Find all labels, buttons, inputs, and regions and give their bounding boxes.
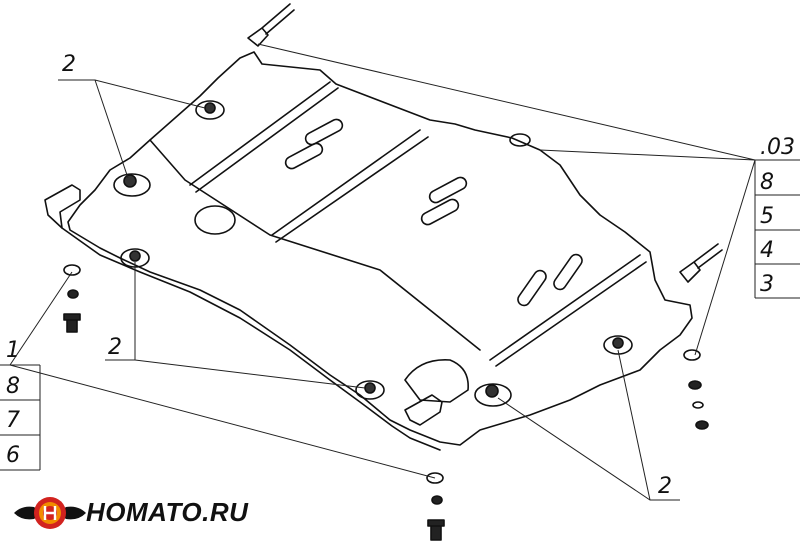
callout-right-stack-4: 4 <box>760 238 774 263</box>
leader-middle-left-2 <box>105 262 366 389</box>
callout-right-stack-2: 8 <box>760 170 774 195</box>
grommet-bottom-right <box>474 383 512 407</box>
round-hole <box>194 205 236 235</box>
top-pin-bracket <box>247 3 295 47</box>
left-stack-table <box>0 364 41 471</box>
bottom-cutout <box>404 359 469 403</box>
homato-logo-text: HOMATO.RU <box>86 497 249 527</box>
rib-3 <box>489 254 647 367</box>
callout-right-stack-1: .03 <box>760 135 795 160</box>
skid-plate-outline <box>67 51 693 446</box>
grommet-left <box>113 173 151 197</box>
grommet-center-bottom <box>355 380 385 400</box>
grommet-top <box>195 100 225 120</box>
rib-2 <box>271 129 429 243</box>
callout-middle-left-2: 2 <box>108 335 122 360</box>
slot-5 <box>517 269 547 307</box>
callout-right-stack-5: 3 <box>760 272 774 297</box>
bottom-bracket <box>404 394 443 426</box>
inner-panel-contour <box>149 139 481 351</box>
callout-right-stack-3: 5 <box>760 204 774 229</box>
slot-2 <box>284 142 324 170</box>
slot-3 <box>428 176 468 204</box>
callout-left-stack-3: 7 <box>6 408 20 433</box>
slot-1 <box>304 118 344 146</box>
hardware-bottom <box>426 472 445 541</box>
right-stack-table <box>754 159 800 299</box>
slot-6 <box>553 253 583 291</box>
skid-plate-lower-edge <box>61 227 441 451</box>
slot-4 <box>420 198 460 226</box>
callout-bottom-right-2: 2 <box>658 474 672 499</box>
leader-right-stack <box>257 43 756 356</box>
right-pin-bracket <box>679 243 723 283</box>
rib-1 <box>189 81 339 193</box>
homato-logo-icon <box>14 497 86 529</box>
leader-left-stack <box>9 271 436 479</box>
grommet-top-right <box>509 133 531 147</box>
grommet-right <box>603 335 633 355</box>
callout-left-stack-1: 1 <box>6 338 20 363</box>
leader-top-left-2 <box>58 79 206 179</box>
callout-left-stack-4: 6 <box>6 443 20 468</box>
leader-bottom-right-2 <box>497 349 680 501</box>
callout-top-left-2: 2 <box>62 52 76 77</box>
hardware-left <box>63 264 81 333</box>
hardware-right <box>683 349 709 430</box>
left-bracket <box>44 184 81 229</box>
callout-left-stack-2: 8 <box>6 374 20 399</box>
